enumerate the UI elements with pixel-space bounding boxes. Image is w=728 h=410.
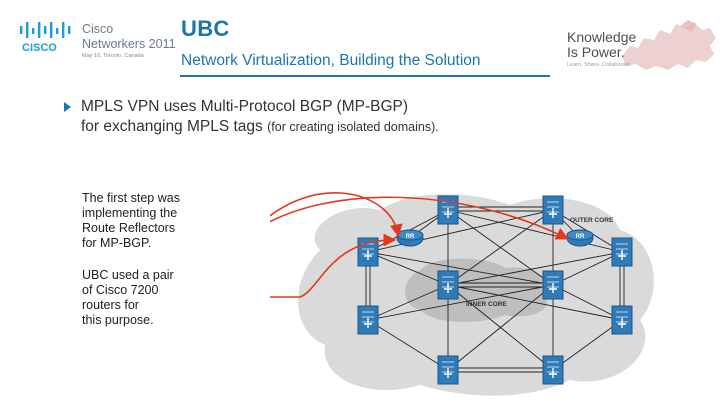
canada-map-graphic bbox=[622, 20, 716, 70]
side1-line: implementing the bbox=[82, 206, 178, 220]
side2-line: UBC used a pair bbox=[82, 268, 174, 282]
knowledge-slogan: Knowledge Is Power. Learn. Share. Collab… bbox=[567, 30, 636, 69]
bullet-line2: for exchanging MPLS tags bbox=[81, 118, 263, 135]
network-links bbox=[365, 206, 625, 373]
route-reflector-left: RR bbox=[396, 229, 424, 247]
left-lower-switch bbox=[357, 305, 379, 335]
slide-subtitle: Network Virtualization, Building the Sol… bbox=[181, 52, 481, 69]
inner-core-label: INNER CORE bbox=[466, 301, 507, 308]
bullet-line1: MPLS VPN uses Multi-Protocol BGP (MP-BGP… bbox=[81, 98, 409, 115]
side2-line: of Cisco 7200 bbox=[82, 283, 159, 297]
side2-line: routers for bbox=[82, 298, 139, 312]
rr-label-left: RR bbox=[406, 234, 415, 240]
rr-label-right: RR bbox=[576, 234, 585, 240]
top-right-core-switch bbox=[542, 195, 564, 225]
inner-left-core-switch bbox=[437, 270, 459, 300]
side-text-cisco-7200: UBC used a pair of Cisco 7200 routers fo… bbox=[82, 268, 222, 328]
bullet-arrow-icon bbox=[64, 102, 71, 112]
event-date: May 16, Toronto, Canada bbox=[82, 53, 144, 59]
red-arrows bbox=[270, 192, 569, 298]
network-diagram: RR RR OUTER CORE INNER CORE bbox=[270, 192, 654, 396]
header-divider bbox=[180, 75, 550, 77]
event-title: Cisco Networkers 2011 May 16, Toronto, C… bbox=[82, 22, 176, 60]
knowledge-line1: Knowledge bbox=[567, 29, 637, 45]
cisco-logo: CISCO bbox=[20, 22, 71, 54]
route-reflector-right: RR bbox=[566, 229, 594, 247]
side-text-route-reflectors: The first step was implementing the Rout… bbox=[82, 191, 222, 251]
inner-right-core-switch bbox=[542, 270, 564, 300]
event-line2: Networkers 2011 bbox=[82, 37, 176, 51]
bullet-line2-note: (for creating isolated domains). bbox=[267, 120, 439, 134]
knowledge-line2: Is Power. bbox=[567, 44, 625, 60]
slide-title: UBC bbox=[181, 16, 230, 41]
right-lower-switch bbox=[611, 305, 633, 335]
right-upper-switch bbox=[611, 237, 633, 267]
side1-line: Route Reflectors bbox=[82, 221, 176, 235]
bottom-right-core-switch bbox=[542, 355, 564, 385]
knowledge-tagline: Learn. Share. Collaborate. bbox=[567, 62, 632, 68]
side1-line: The first step was bbox=[82, 191, 180, 205]
event-line1: Cisco bbox=[82, 22, 114, 36]
outer-core-label: OUTER CORE bbox=[570, 217, 614, 224]
cisco-logo-text: CISCO bbox=[22, 42, 57, 54]
side2-line: this purpose. bbox=[82, 313, 154, 327]
bottom-left-core-switch bbox=[437, 355, 459, 385]
side1-line: for MP-BGP. bbox=[82, 236, 152, 250]
